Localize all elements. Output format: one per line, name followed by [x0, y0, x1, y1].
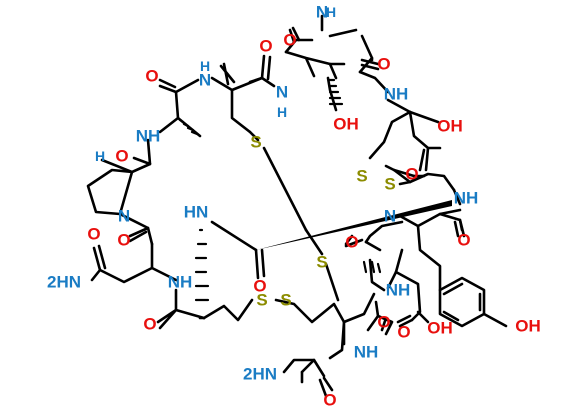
label-o-asp: O — [377, 313, 390, 332]
label-h2n-bot: 2HN — [243, 365, 277, 384]
label-s-bot2: S — [280, 291, 291, 310]
label-oh-tyr: OH — [515, 317, 541, 336]
label-nh-cys-top: NH — [384, 85, 409, 104]
label-oh-thr: OH — [333, 115, 359, 134]
label-o-mid2: O — [253, 277, 266, 296]
bond-skeleton — [86, 14, 508, 398]
label-nh-thr: N — [276, 83, 288, 102]
label-o-top: O — [283, 31, 296, 50]
atom-labels: N H O O N H N H OH O NH OH O O NH O H N … — [47, 3, 541, 410]
label-o-asn: O — [87, 225, 100, 244]
label-nh-right: NH — [454, 189, 479, 208]
label-o-asp2: O — [397, 323, 410, 342]
label-s-top: S — [250, 133, 261, 152]
label-s-ss1: S — [356, 167, 367, 186]
label-h-top: H — [326, 4, 336, 20]
label-nh-top: N — [316, 3, 328, 22]
label-o-acid-top: O — [405, 165, 418, 184]
label-s-bot1: S — [256, 291, 267, 310]
label-hn-mid: HN — [184, 203, 209, 222]
label-o-pro-top: O — [115, 147, 128, 166]
label-s-ss2: S — [384, 175, 395, 194]
label-o-pro-co: O — [117, 231, 130, 250]
label-n-pro: N — [118, 207, 130, 226]
label-o-gly: O — [377, 55, 390, 74]
label-oh-acid-top: OH — [437, 117, 463, 136]
label-nh-bot: NH — [354, 343, 379, 362]
label-nh-top-left: N — [199, 71, 211, 90]
label-n-ring: N — [384, 207, 396, 226]
label-oh-asp: OH — [427, 319, 453, 338]
label-o-top-left: O — [259, 37, 272, 56]
label-nh-asn: NH — [168, 273, 193, 292]
label-h-pro: H — [95, 148, 105, 164]
label-o-right: O — [457, 231, 470, 250]
label-s-mid: S — [316, 253, 327, 272]
label-nh-ala: NH — [136, 127, 161, 146]
label-o-bot: O — [323, 391, 336, 410]
label-o-mid: O — [345, 233, 358, 252]
label-o-asn-co: O — [143, 315, 156, 334]
label-o-ala: O — [145, 67, 158, 86]
label-nh-asp: NH — [386, 281, 411, 300]
label-h-thr: H — [277, 104, 287, 120]
label-h2n-left: 2HN — [47, 273, 81, 292]
label-h-top-left: H — [200, 58, 210, 74]
